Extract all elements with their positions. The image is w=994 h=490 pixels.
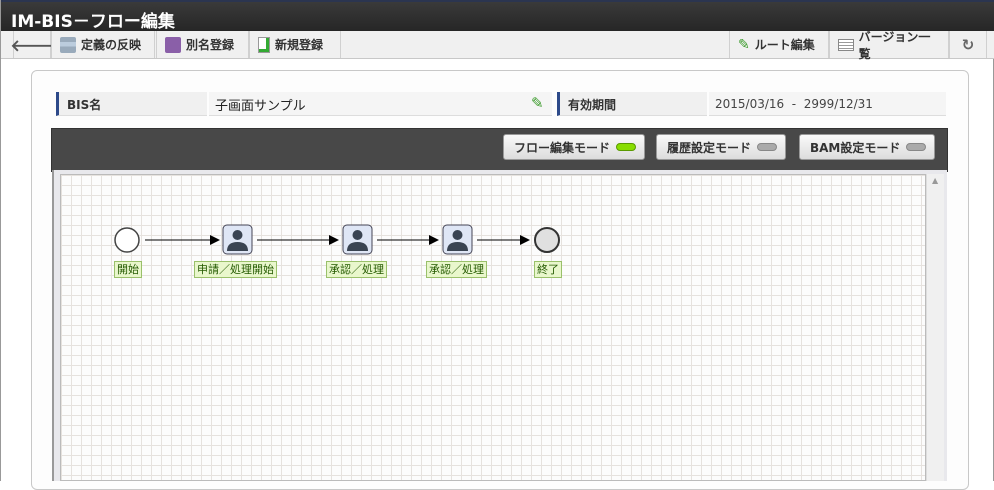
scroll-up-icon[interactable]: ▲ bbox=[932, 176, 939, 185]
node-label: 承認／処理 bbox=[426, 261, 487, 278]
list-icon bbox=[838, 38, 854, 51]
flow-canvas-area: 開始 申請／処理開始 承認／処理 承認／処理 終了 ▲ bbox=[52, 170, 947, 481]
reflect-definition-button[interactable]: 定義の反映 bbox=[51, 31, 155, 58]
toolbar: 🡐 定義の反映 別名登録 新規登録 ✎ルート編集 バージョン一覧 ↻ bbox=[1, 30, 994, 61]
mode-flow-edit[interactable]: フロー編集モード bbox=[503, 134, 646, 160]
flow-diagram bbox=[114, 224, 560, 255]
server-sync-icon bbox=[60, 36, 76, 53]
save-edit-icon bbox=[165, 36, 181, 53]
back-button[interactable]: 🡐 bbox=[10, 31, 54, 58]
user-task-icon[interactable] bbox=[442, 224, 473, 255]
route-edit-button[interactable]: ✎ルート編集 bbox=[729, 31, 829, 58]
bis-name-value: 子画面サンプル bbox=[209, 92, 552, 116]
flow-canvas[interactable]: 開始 申請／処理開始 承認／処理 承認／処理 終了 bbox=[60, 174, 926, 481]
inactive-indicator-icon bbox=[757, 143, 778, 151]
end-event[interactable] bbox=[534, 227, 560, 253]
user-task-icon[interactable] bbox=[342, 224, 373, 255]
edit-name-pencil-icon[interactable]: ✎ bbox=[531, 94, 544, 112]
node-label: 承認／処理 bbox=[326, 261, 387, 278]
title-bar: IM-BIS－フロー編集 bbox=[1, 0, 994, 32]
new-document-icon bbox=[258, 36, 270, 53]
flow-mode-header: フロー編集モード 履歴設定モード BAM設定モード bbox=[51, 128, 948, 172]
active-indicator-icon bbox=[616, 143, 637, 151]
bis-name-label: BIS名 bbox=[56, 92, 207, 116]
user-task-icon[interactable] bbox=[222, 224, 253, 255]
pencil-icon: ✎ bbox=[738, 36, 750, 53]
node-label: 申請／処理開始 bbox=[194, 261, 277, 278]
refresh-button[interactable]: ↻ bbox=[949, 31, 987, 58]
node-label: 終了 bbox=[534, 261, 562, 278]
start-event[interactable] bbox=[114, 227, 140, 253]
back-arrow-icon: 🡐 bbox=[10, 35, 54, 55]
vertical-scrollbar[interactable]: ▲ bbox=[926, 174, 944, 481]
mode-history-settings[interactable]: 履歴設定モード bbox=[656, 134, 787, 160]
version-list-button[interactable]: バージョン一覧 bbox=[829, 30, 949, 61]
period-label: 有効期間 bbox=[557, 92, 707, 116]
period-value: 2015/03/16 - 2999/12/31 bbox=[709, 92, 946, 116]
refresh-icon: ↻ bbox=[961, 35, 975, 54]
mode-bam-settings[interactable]: BAM設定モード bbox=[799, 134, 936, 160]
inactive-indicator-icon bbox=[906, 143, 927, 151]
node-label: 開始 bbox=[114, 261, 142, 278]
alias-register-button[interactable]: 別名登録 bbox=[156, 31, 249, 58]
app-title: IM-BIS－フロー編集 bbox=[11, 12, 175, 32]
new-register-button[interactable]: 新規登録 bbox=[249, 31, 341, 58]
